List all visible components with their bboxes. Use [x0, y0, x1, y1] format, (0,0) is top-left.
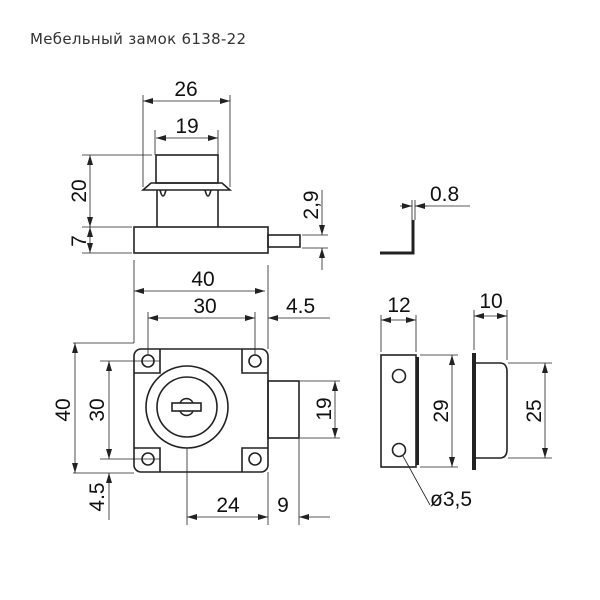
lock-base: [133, 226, 269, 254]
lock-head: [155, 154, 219, 184]
dim-body-width: 40: [191, 268, 214, 291]
strike-hole: [391, 368, 407, 384]
dim-body-height: 40: [52, 398, 75, 421]
lock-bolt-side: [267, 234, 301, 248]
cylinder-inner: [156, 376, 218, 438]
dim-bolt-thickness: 2,9: [300, 190, 323, 219]
front-view: 40 30 4.5 40 30 4.5 19 24 9: [52, 260, 340, 525]
dim-keeper-height: 25: [523, 399, 546, 422]
mount-hole: [248, 452, 262, 466]
key-slot: [171, 402, 202, 412]
strike-plate: 12 29 ø3,5: [380, 294, 472, 511]
dim-top-width-outer: 26: [174, 78, 197, 101]
dim-keeper-depth: 10: [479, 290, 502, 313]
mount-hole: [248, 354, 262, 368]
strike-hole: [391, 442, 407, 458]
top-view: 26 19 20 7 2,9: [68, 78, 328, 270]
dim-plate-thickness: 0.8: [430, 183, 459, 206]
dim-hole-spacing-h: 30: [193, 295, 216, 318]
dim-strike-height: 29: [430, 399, 453, 422]
keeper-flange: [472, 353, 476, 470]
keeper-body: [476, 362, 508, 459]
dim-hole-edge-offset: 4.5: [286, 295, 315, 318]
lock-neck: [156, 189, 219, 227]
dim-strike-width: 12: [387, 294, 410, 317]
cylinder-outer: [145, 365, 229, 449]
lock-flange: [140, 182, 233, 191]
dim-top-width-inner: 19: [175, 115, 198, 138]
dim-hole-bottom-offset: 4.5: [86, 482, 109, 511]
dim-head-height: 20: [68, 179, 91, 202]
strike-plate-body: [380, 354, 417, 468]
keeper: 10 25: [472, 290, 552, 470]
dim-hole-diameter: ø3,5: [430, 488, 472, 511]
angle-profile: 0.8: [380, 183, 470, 255]
lock-bolt-front: [267, 380, 300, 439]
dim-cylinder-to-edge: 24: [216, 494, 240, 517]
drawing-title: Мебельный замок 6138-22: [30, 30, 247, 48]
dim-bolt-throw: 9: [277, 494, 289, 517]
dim-base-height: 7: [68, 235, 91, 247]
dim-hole-spacing-v: 30: [86, 398, 109, 421]
dim-bolt-height: 19: [313, 397, 336, 420]
